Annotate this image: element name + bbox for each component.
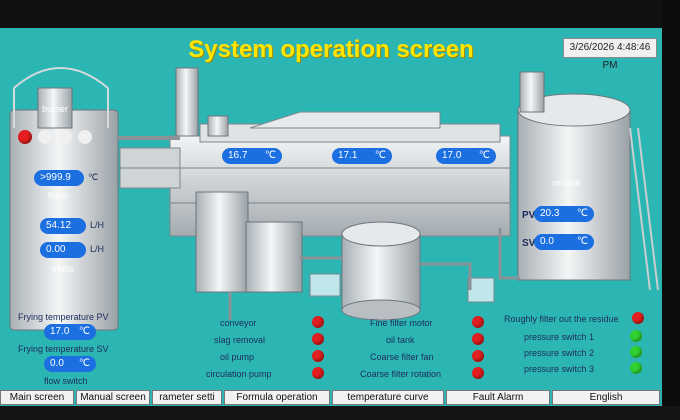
status-coarse-filter-fan-label: Coarse filter fan xyxy=(370,352,434,362)
burner-status-lamp xyxy=(18,130,32,144)
status-pressure-switch-2-label: pressure switch 2 xyxy=(524,348,595,358)
status-pressure-switch-3-label: pressure switch 3 xyxy=(524,364,595,374)
oil-tank-label: oil tank xyxy=(552,178,581,188)
status-slag-removal-lamp xyxy=(312,333,324,345)
nav-parameter-settings-button[interactable]: rameter setti xyxy=(152,390,222,405)
datetime-display: 3/26/2026 4:48:46 PM xyxy=(563,38,657,71)
frying-pv-label: Frying temperature PV xyxy=(18,312,109,322)
status-fine-filter-motor-lamp xyxy=(472,316,484,328)
page-title: System operation screen xyxy=(188,36,474,63)
status-pressure-switch-1-lamp xyxy=(630,330,642,342)
status-oil-pump-lamp xyxy=(312,350,324,362)
slag-box xyxy=(195,191,303,293)
oil-tank-vessel xyxy=(517,71,659,291)
burner-lamp-2 xyxy=(38,130,52,144)
burner-traffic-unit: L/H xyxy=(90,244,105,254)
status-roughly-filter-label: Roughly filter out the residue xyxy=(504,314,619,324)
pipes xyxy=(228,228,520,320)
burner-temp-label: temp xyxy=(48,190,69,200)
burner-lamp-3 xyxy=(58,130,72,144)
monitor-bezel-top xyxy=(0,0,680,28)
fryer-zone3-temp: 17.0℃ xyxy=(436,148,496,164)
burner-flow-unit: L/H xyxy=(90,220,105,230)
status-conveyor-lamp xyxy=(312,316,324,328)
status-fine-filter-motor-label: Fine filter motor xyxy=(370,318,433,328)
burner-flow-value: 54.12 xyxy=(40,218,86,234)
fine-filter-tank xyxy=(341,221,421,321)
nav-formula-operation-button[interactable]: Formula operation xyxy=(224,390,330,405)
fryer-zone2-temp: 17.1℃ xyxy=(332,148,392,164)
status-coarse-filter-rotation-label: Coarse filter rotation xyxy=(360,369,442,379)
burner-temp-unit: ℃ xyxy=(88,172,99,182)
status-pressure-switch-3-lamp xyxy=(630,362,642,374)
status-roughly-filter-lamp xyxy=(632,312,644,324)
monitor-bezel-bottom xyxy=(0,406,680,420)
status-slag-removal-label: slag removal xyxy=(214,335,266,345)
burner-label: burner xyxy=(42,104,69,114)
hmi-screen: System operation screen 3/26/2026 4:48:4… xyxy=(0,28,662,406)
frying-sv-label: Frying temperature SV xyxy=(18,344,109,354)
burner-traffic-value: 0.00 xyxy=(40,242,86,258)
navigation-bar: Main screen Manual screen rameter setti … xyxy=(0,390,662,406)
exhaust-chimneys xyxy=(175,67,229,137)
nav-language-button[interactable]: English xyxy=(552,390,660,405)
monitor-bezel-right xyxy=(662,0,680,420)
nav-main-screen-button[interactable]: Main screen xyxy=(0,390,74,405)
nav-temperature-curve-button[interactable]: temperature curve xyxy=(332,390,444,405)
burner-column xyxy=(9,67,180,331)
status-coarse-filter-fan-lamp xyxy=(472,350,484,362)
nav-manual-screen-button[interactable]: Manual screen xyxy=(76,390,150,405)
oil-tank-sv-label: SV xyxy=(522,238,536,249)
fryer-body xyxy=(119,123,511,237)
burner-temp-value: >999.9 xyxy=(34,170,84,186)
status-coarse-filter-rotation-lamp xyxy=(472,367,484,379)
oil-tank-pv-value: 20.3℃ xyxy=(534,206,594,222)
frying-sv-value[interactable]: 0.0℃ xyxy=(44,356,96,372)
fryer-zone1-temp: 16.7℃ xyxy=(222,148,282,164)
burner-lamp-4 xyxy=(78,130,92,144)
nav-fault-alarm-button[interactable]: Fault Alarm xyxy=(446,390,550,405)
status-oil-tank-label: oil tank xyxy=(386,335,415,345)
pumps xyxy=(309,273,495,303)
oil-tank-pv-label: PV xyxy=(522,210,536,221)
burner-traffic-label: traffic xyxy=(52,264,74,274)
status-circulation-pump-label: circulation pump xyxy=(206,369,272,379)
status-pressure-switch-1-label: pressure switch 1 xyxy=(524,332,595,342)
status-pressure-switch-2-lamp xyxy=(630,346,642,358)
status-conveyor-label: conveyor xyxy=(220,318,257,328)
status-oil-pump-label: oil pump xyxy=(220,352,255,362)
status-oil-tank-lamp xyxy=(472,333,484,345)
status-circulation-pump-lamp xyxy=(312,367,324,379)
frying-pv-value: 17.0℃ xyxy=(44,324,96,340)
oil-tank-sv-value[interactable]: 0.0℃ xyxy=(534,234,594,250)
conveyor-hood xyxy=(249,111,441,129)
flow-switch-label: flow switch xyxy=(44,376,88,386)
